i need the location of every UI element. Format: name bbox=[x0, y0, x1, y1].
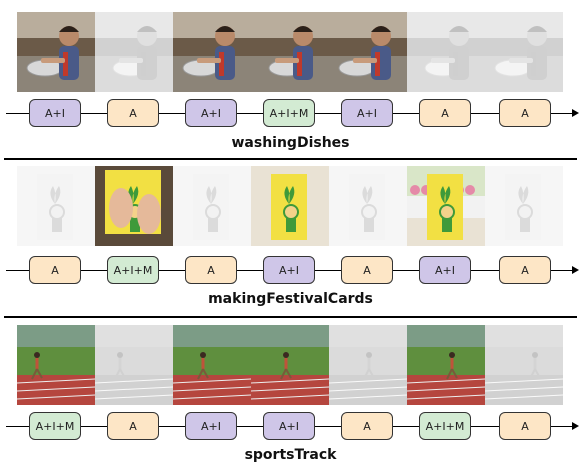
frame-image bbox=[485, 12, 563, 92]
frame-image bbox=[17, 12, 95, 92]
frame-image bbox=[485, 166, 563, 246]
arrow-head bbox=[572, 422, 579, 430]
label-node: A+I+M bbox=[263, 99, 315, 127]
label-node: A+I+M bbox=[29, 412, 81, 440]
label-node: A+I bbox=[263, 412, 315, 440]
section-caption: sportsTrack bbox=[244, 447, 337, 463]
video-frame bbox=[95, 12, 173, 92]
label-node: A+I bbox=[419, 256, 471, 284]
label-node: A+I+M bbox=[419, 412, 471, 440]
video-frame bbox=[95, 325, 173, 405]
frame-image bbox=[173, 12, 251, 92]
frame-image bbox=[329, 166, 407, 246]
label-node: A bbox=[107, 412, 159, 440]
label-node: A+I bbox=[185, 412, 237, 440]
video-frame bbox=[173, 325, 251, 405]
frame-image bbox=[173, 325, 251, 405]
video-frame bbox=[329, 12, 407, 92]
label-node: A bbox=[499, 99, 551, 127]
video-frame bbox=[17, 325, 95, 405]
frame-strip bbox=[0, 12, 581, 92]
label-node: A+I bbox=[341, 99, 393, 127]
frame-image bbox=[95, 12, 173, 92]
frame-image bbox=[251, 325, 329, 405]
section-caption: makingFestivalCards bbox=[208, 291, 373, 307]
video-frame bbox=[251, 12, 329, 92]
label-node: A bbox=[499, 412, 551, 440]
video-frame bbox=[485, 166, 563, 246]
video-frame bbox=[17, 166, 95, 246]
frame-image bbox=[95, 325, 173, 405]
section-divider bbox=[4, 158, 577, 160]
frame-image bbox=[407, 325, 485, 405]
video-frame bbox=[95, 166, 173, 246]
label-node: A bbox=[499, 256, 551, 284]
video-frame bbox=[407, 166, 485, 246]
label-node: A+I+M bbox=[107, 256, 159, 284]
video-frame bbox=[251, 166, 329, 246]
frame-image bbox=[173, 166, 251, 246]
frame-image bbox=[485, 325, 563, 405]
section-caption: washingDishes bbox=[231, 135, 350, 151]
frame-image bbox=[251, 12, 329, 92]
video-frame bbox=[407, 12, 485, 92]
arrow-head bbox=[572, 266, 579, 274]
video-frame bbox=[485, 325, 563, 405]
video-frame bbox=[173, 12, 251, 92]
frame-image bbox=[407, 12, 485, 92]
label-node: A bbox=[185, 256, 237, 284]
label-node: A bbox=[107, 99, 159, 127]
frame-image bbox=[329, 12, 407, 92]
video-frame bbox=[17, 12, 95, 92]
label-node: A bbox=[341, 412, 393, 440]
video-frame bbox=[329, 325, 407, 405]
frame-image bbox=[17, 166, 95, 246]
video-frame bbox=[251, 325, 329, 405]
label-node: A bbox=[341, 256, 393, 284]
video-frame bbox=[173, 166, 251, 246]
frame-image bbox=[17, 325, 95, 405]
video-frame bbox=[329, 166, 407, 246]
frame-image bbox=[407, 166, 485, 246]
label-node: A+I bbox=[185, 99, 237, 127]
video-frame bbox=[407, 325, 485, 405]
label-node: A bbox=[419, 99, 471, 127]
frame-image bbox=[329, 325, 407, 405]
frame-strip bbox=[0, 166, 581, 246]
frame-image bbox=[251, 166, 329, 246]
frame-strip bbox=[0, 325, 581, 405]
arrow-head bbox=[572, 109, 579, 117]
label-node: A bbox=[29, 256, 81, 284]
label-node: A+I bbox=[263, 256, 315, 284]
frame-image bbox=[95, 166, 173, 246]
section-divider bbox=[4, 316, 577, 318]
video-frame bbox=[485, 12, 563, 92]
label-node: A+I bbox=[29, 99, 81, 127]
